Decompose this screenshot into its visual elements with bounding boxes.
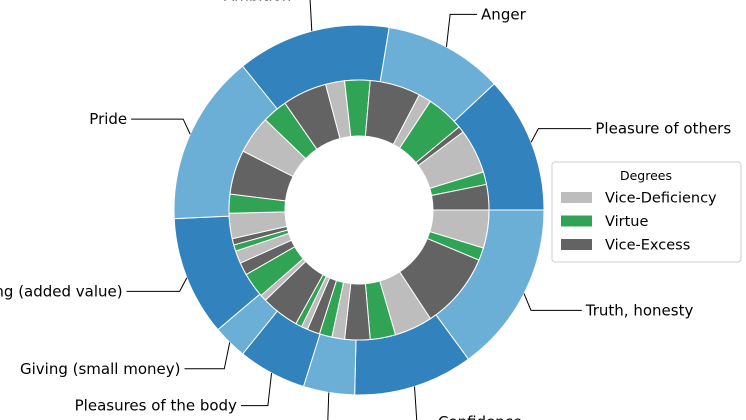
label-giving-small-money: Giving (small money) [20, 360, 180, 378]
label-pleasure-of-others: Pleasure of others [595, 120, 731, 138]
leader-line-anger [445, 13, 478, 48]
label-pride: Pride [89, 110, 127, 128]
leader-line-amusing-conversation [327, 392, 330, 420]
legend-swatch-vice-deficiency [561, 192, 592, 203]
leader-line-pleasure-of-others [530, 128, 592, 143]
inner-ring [228, 79, 490, 341]
leader-line-giving-small-money [184, 342, 231, 370]
legend-label-vice-excess: Vice-Excess [605, 238, 690, 254]
label-leader-lines [126, 0, 592, 420]
outer-ring-labels: Truth, honestyConfidenceAmusing conversa… [0, 0, 731, 420]
leader-line-pleasures-of-the-body [240, 372, 273, 407]
legend-swatch-virtue [561, 215, 592, 227]
leader-line-truth-honesty [523, 293, 582, 311]
label-giving-added-value: Giving (added value) [0, 282, 123, 300]
label-confidence: Confidence [438, 413, 522, 420]
legend-label-virtue: Virtue [605, 214, 648, 230]
leader-line-giving-added-value [126, 277, 188, 292]
legend-label-vice-deficiency: Vice-Deficiency [605, 191, 717, 207]
legend-title: Degrees [620, 168, 672, 183]
label-ambition: Ambition [224, 0, 291, 4]
inner-slice-vice-excess [430, 183, 490, 211]
leader-line-confidence [414, 386, 418, 420]
legend-swatch-vice-excess [561, 239, 592, 250]
label-pleasures-of-the-body: Pleasures of the body [75, 397, 237, 415]
outer-ring [173, 24, 545, 396]
leader-line-ambition [309, 0, 313, 32]
leader-line-pride [131, 118, 191, 135]
legend-frame [551, 161, 742, 263]
label-truth-honesty: Truth, honesty [585, 301, 694, 319]
label-anger: Anger [481, 5, 527, 23]
